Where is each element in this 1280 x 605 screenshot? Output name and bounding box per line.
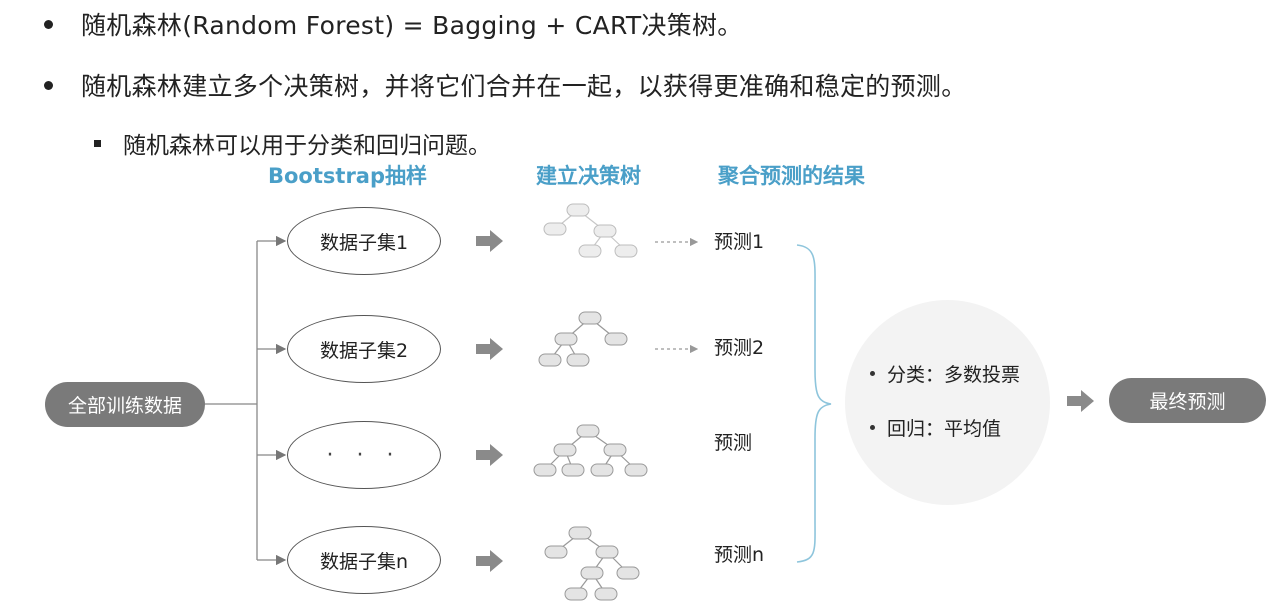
thick-arrow-2 <box>476 338 503 360</box>
bullet-dot <box>44 19 53 29</box>
tree-1 <box>543 203 638 258</box>
training-data-pill: 全部训练数据 <box>45 382 205 427</box>
curly-brace <box>796 244 832 563</box>
bullet-dot <box>44 80 53 90</box>
thick-arrow-4 <box>476 550 503 572</box>
final-arrow <box>1067 390 1094 412</box>
regression-text: 回归：平均值 <box>887 418 1002 440</box>
subset-to-tree-arrows <box>476 230 503 572</box>
prediction-n: 预测n <box>714 544 765 566</box>
subset-n: 数据子集n <box>287 526 441 594</box>
aggregation-classification: 分类：多数投票 <box>870 360 1020 387</box>
header-build-trees: 建立决策树 <box>536 164 641 188</box>
prediction-1: 预测1 <box>714 231 765 253</box>
bullet-2-text: 随机森林建立多个决策树，并将它们合并在一起，以获得更准确和稳定的预测。 <box>81 72 967 101</box>
thick-arrow-3 <box>476 444 503 466</box>
ellipsis-dots: · · · <box>326 442 402 468</box>
final-prediction-pill: 最终预测 <box>1109 378 1266 423</box>
subset-1: 数据子集1 <box>287 207 441 275</box>
bullet-square <box>94 139 101 147</box>
subset-2: 数据子集2 <box>287 315 441 383</box>
tree-3 <box>533 424 648 477</box>
tree-4 <box>544 526 640 601</box>
header-aggregate: 聚合预测的结果 <box>718 164 865 188</box>
aggregation-regression: 回归：平均值 <box>870 414 1001 441</box>
bullet-1: 随机森林(Random Forest) = Bagging + CART决策树。 <box>44 6 743 42</box>
prediction-2: 预测2 <box>714 337 765 359</box>
bullet-3: 随机森林可以用于分类和回归问题。 <box>94 126 491 160</box>
bullet-3-text: 随机森林可以用于分类和回归问题。 <box>123 133 491 159</box>
bullet-1-text: 随机森林(Random Forest) = Bagging + CART决策树。 <box>81 11 743 40</box>
header-bootstrap: Bootstrap抽样 <box>268 164 427 188</box>
tree-2 <box>538 311 628 367</box>
aggregation-circle <box>845 300 1050 505</box>
bullet-2: 随机森林建立多个决策树，并将它们合并在一起，以获得更准确和稳定的预测。 <box>44 67 967 103</box>
thick-arrow-1 <box>476 230 503 252</box>
subset-ellipsis: · · · <box>287 421 441 489</box>
classification-text: 分类：多数投票 <box>887 364 1021 386</box>
small-bullet <box>870 371 875 376</box>
prediction-3: 预测 <box>714 432 753 454</box>
small-bullet <box>870 425 875 430</box>
